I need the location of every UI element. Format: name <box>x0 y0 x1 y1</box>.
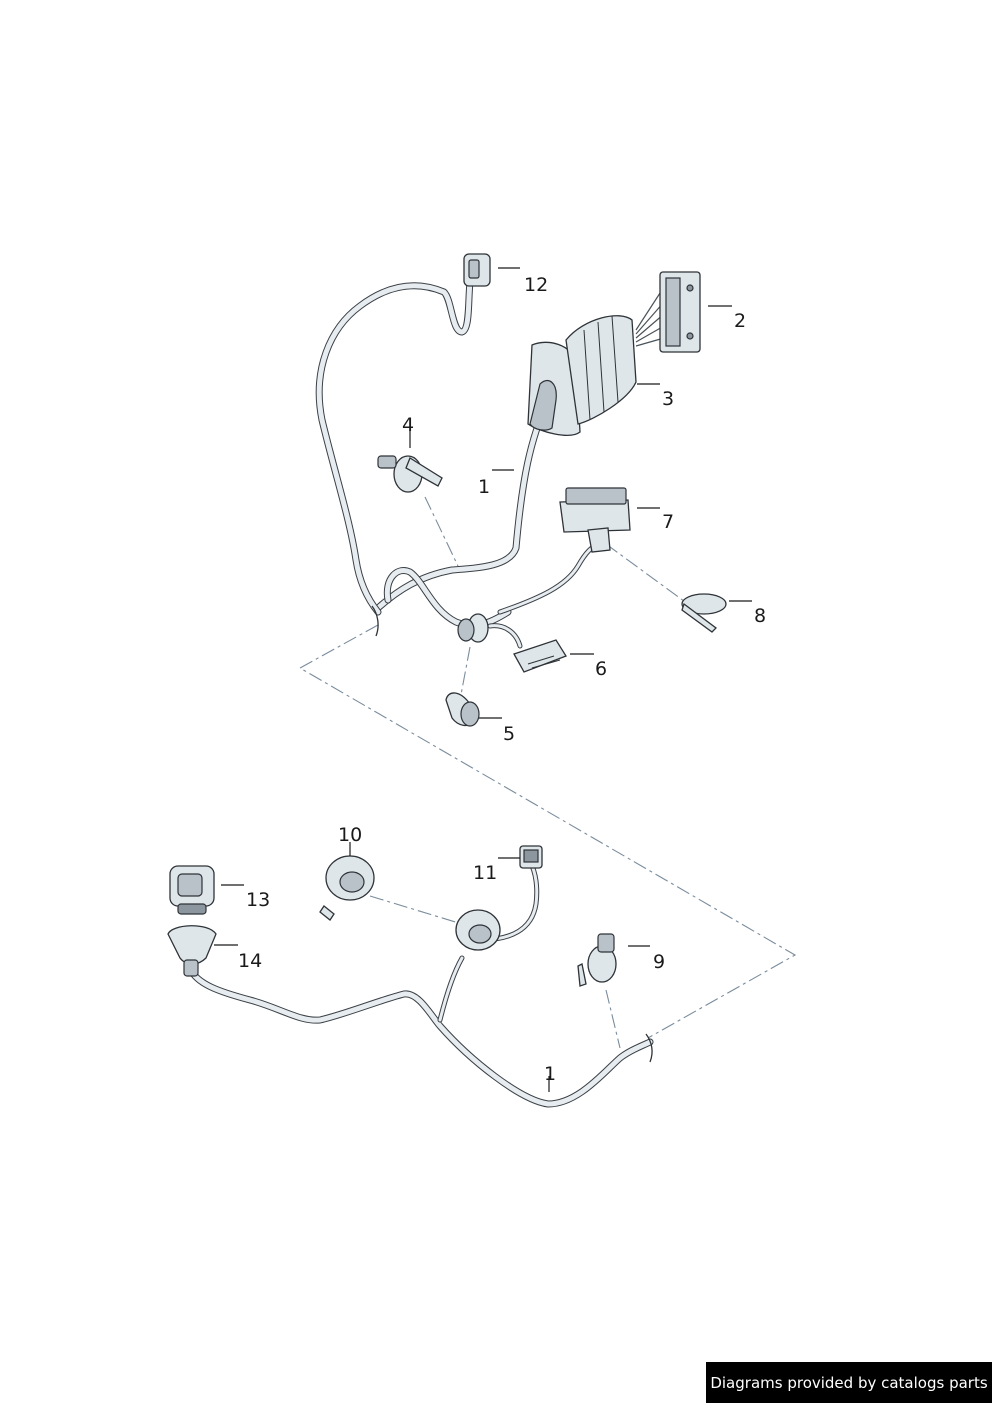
callout-6: 6 <box>595 658 607 680</box>
harness-grommet <box>457 613 489 643</box>
callout-8: 8 <box>754 605 766 627</box>
callout-labels: 12 2 3 4 1 7 8 6 5 10 11 13 14 9 1 <box>238 274 766 1085</box>
lower-wiring-harness <box>186 859 654 1108</box>
part-4-cable-tie-clip <box>377 455 443 493</box>
part-10-ring-grommet <box>319 855 375 921</box>
part-6-flat-connector <box>513 639 567 673</box>
callout-7: 7 <box>662 511 674 533</box>
part-11-small-connector <box>519 845 543 869</box>
callout-9: 9 <box>653 951 665 973</box>
part-8-cable-tie <box>681 593 727 633</box>
callout-10: 10 <box>338 824 362 846</box>
dash-dot-link-lines <box>298 496 797 1049</box>
leader-lines <box>214 267 752 1092</box>
part-2-multi-pin-connector <box>635 271 701 353</box>
part-3-rubber-boot <box>527 315 637 436</box>
part-14-grommet <box>167 925 217 977</box>
credit-banner: Diagrams provided by catalogs parts <box>706 1362 992 1403</box>
callout-2: 2 <box>734 310 746 332</box>
callout-11: 11 <box>473 862 497 884</box>
callout-3: 3 <box>662 388 674 410</box>
part-12-sensor-connector <box>463 253 491 287</box>
part-9-cable-clip <box>577 933 617 987</box>
callout-4: 4 <box>402 414 414 436</box>
callout-5: 5 <box>503 723 515 745</box>
callout-13: 13 <box>246 889 270 911</box>
callout-14: 14 <box>238 950 262 972</box>
part-7-socket-connector <box>559 487 631 553</box>
lower-harness-grommet <box>455 909 501 951</box>
part-13-round-connector <box>169 865 215 915</box>
part-5-grommet <box>445 692 480 727</box>
callout-1-upper: 1 <box>478 476 490 498</box>
callout-1-lower: 1 <box>544 1063 556 1085</box>
upper-wiring-harness <box>315 278 603 649</box>
callout-12: 12 <box>524 274 548 296</box>
